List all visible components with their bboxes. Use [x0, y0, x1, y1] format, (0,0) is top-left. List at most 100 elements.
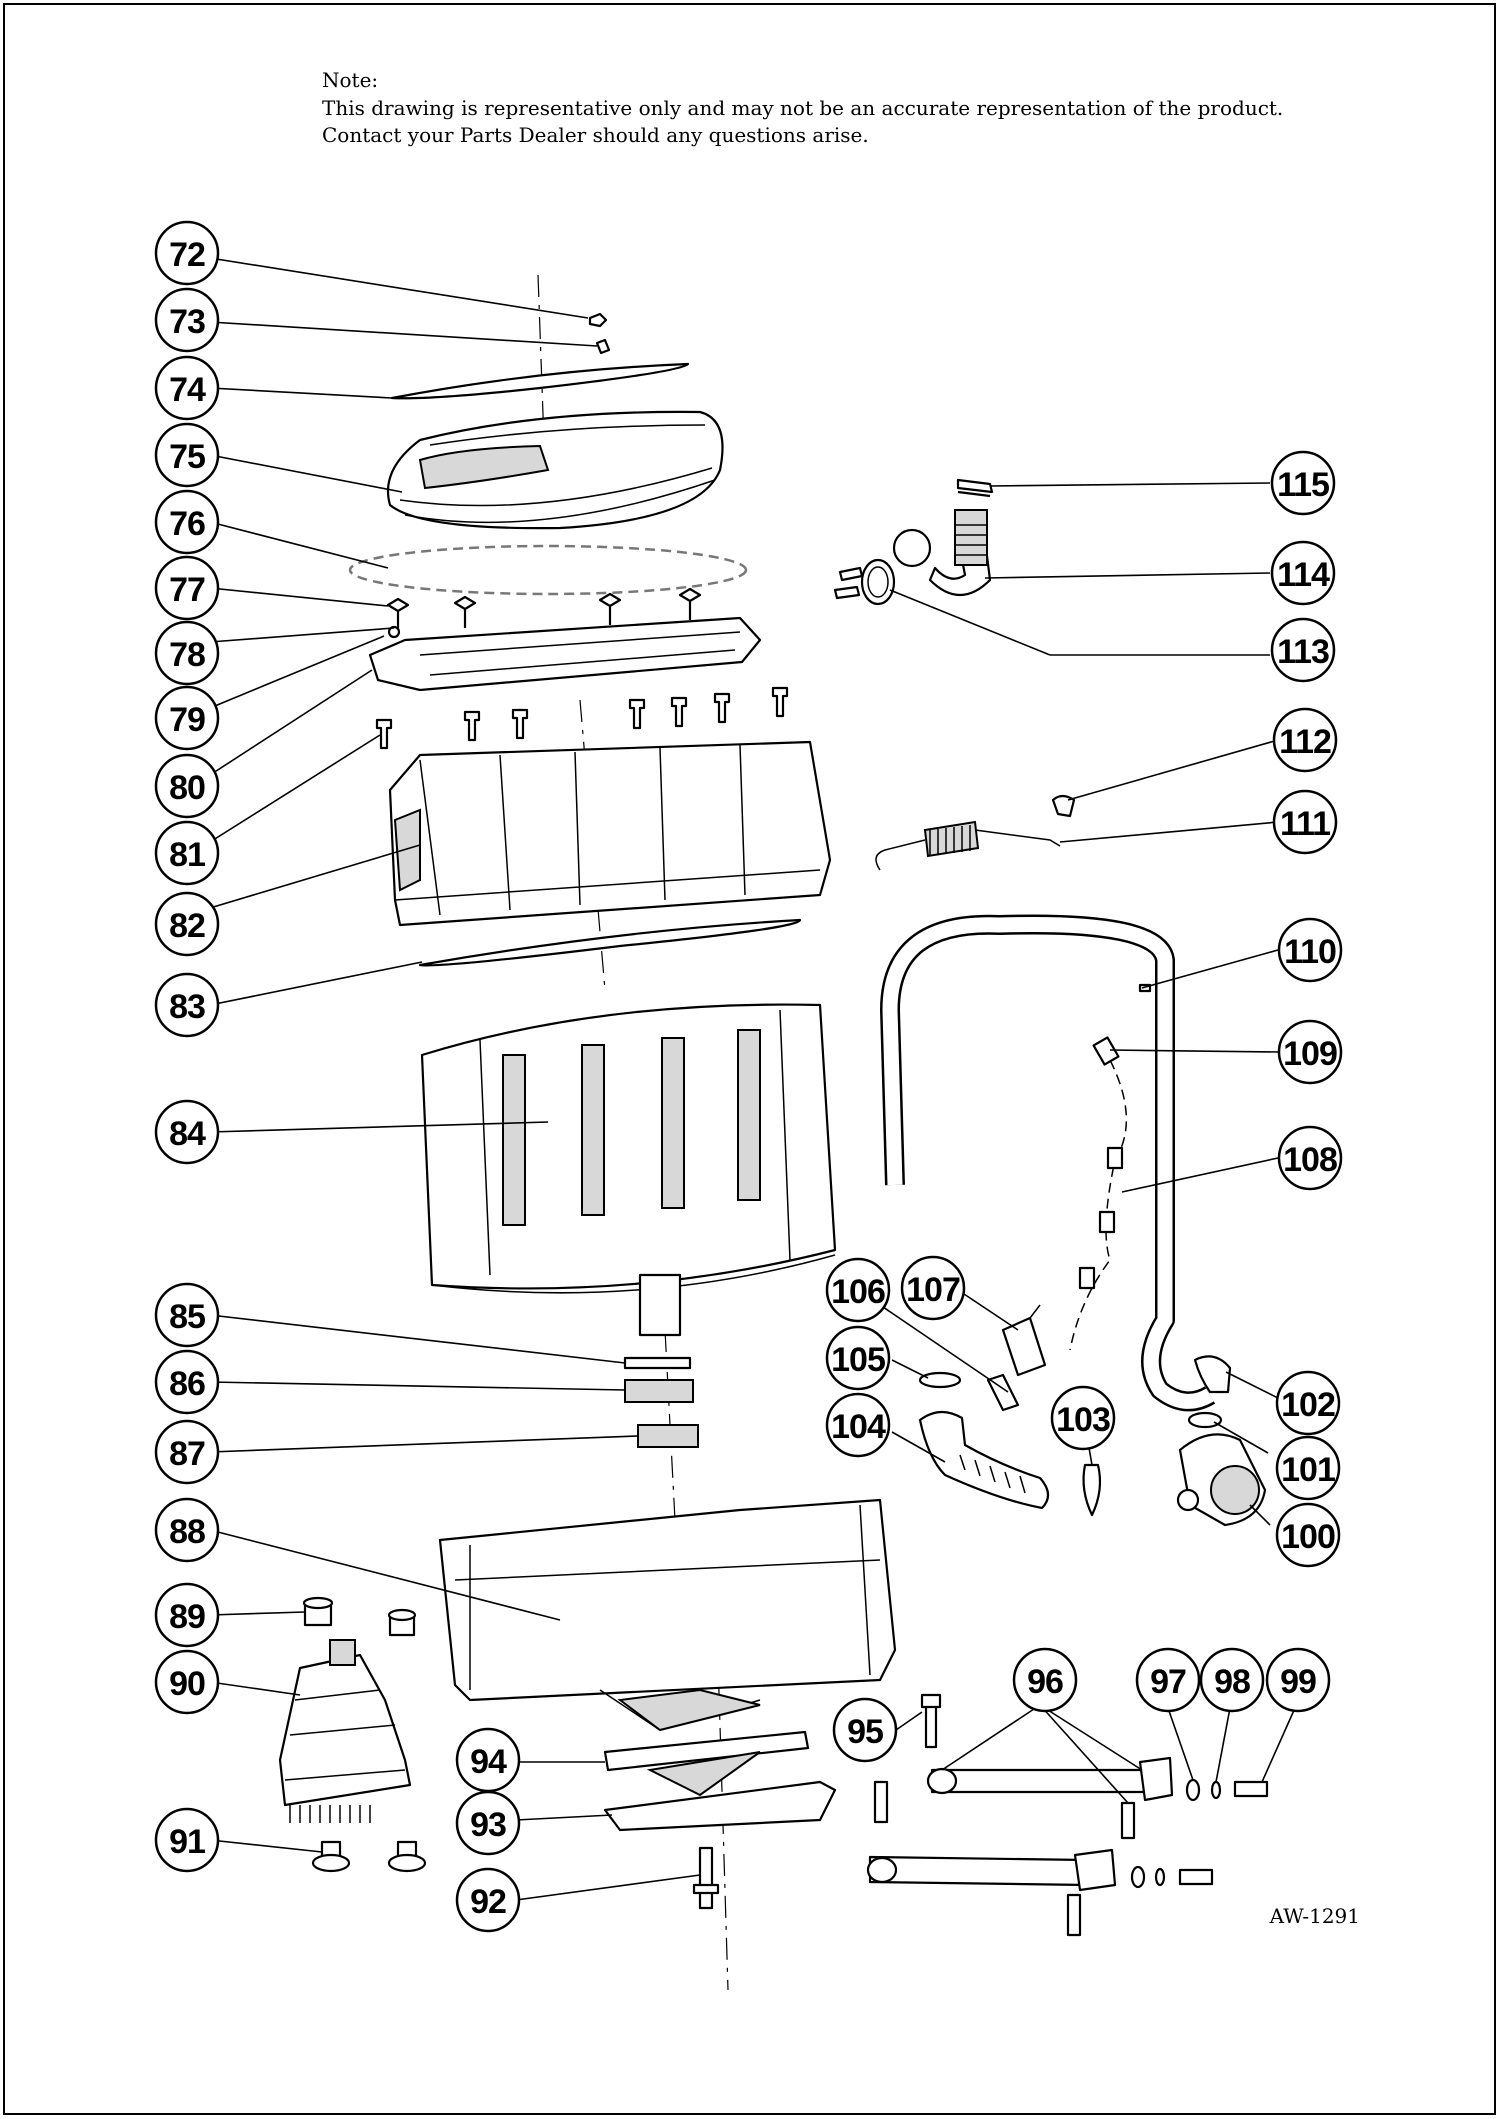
- svg-text:91: 91: [169, 1823, 205, 1861]
- part-114-inlet-hose: [892, 509, 992, 596]
- svg-text:103: 103: [1056, 1401, 1110, 1439]
- callout-83: 83: [154, 972, 220, 1038]
- callout-111: 111: [1272, 789, 1338, 855]
- part-108-harness: [1069, 1059, 1128, 1351]
- svg-text:81: 81: [169, 836, 205, 874]
- svg-text:77: 77: [169, 571, 205, 609]
- callout-114: 114: [1270, 540, 1336, 606]
- svg-text:76: 76: [169, 505, 205, 543]
- svg-text:114: 114: [1277, 556, 1330, 594]
- svg-text:72: 72: [169, 236, 205, 274]
- svg-text:97: 97: [1150, 1663, 1186, 1701]
- note-line-1: This drawing is representative only and …: [322, 96, 1284, 120]
- callout-82: 82: [154, 891, 220, 957]
- part-112-clip: [1051, 794, 1076, 818]
- part-95-bolt: [920, 1693, 942, 1749]
- svg-text:95: 95: [847, 1713, 883, 1751]
- part-94-drive-pulley: [603, 1730, 810, 1797]
- callout-72: 72: [154, 220, 220, 286]
- drawing-code: AW-1291: [1269, 1904, 1360, 1928]
- callout-100: 100: [1275, 1502, 1341, 1568]
- part-84-wash-basket: [420, 1003, 837, 1337]
- part-101-hose-clamp: [1187, 1411, 1223, 1429]
- svg-text:108: 108: [1283, 1141, 1337, 1179]
- callout-115: 115: [1270, 450, 1336, 516]
- callout-113: 113: [1270, 617, 1336, 683]
- callout-108: 108: [1277, 1125, 1343, 1191]
- svg-text:89: 89: [169, 1598, 205, 1636]
- callout-99: 99: [1265, 1647, 1331, 1713]
- svg-text:84: 84: [169, 1115, 206, 1153]
- part-105-clamp: [918, 1371, 962, 1389]
- callout-81: 81: [154, 820, 220, 886]
- part-82-outer-tub-upper: [388, 740, 832, 927]
- part-80-tub-bracket: [368, 616, 762, 692]
- callout-106: 106: [825, 1257, 891, 1323]
- svg-text:115: 115: [1277, 466, 1329, 504]
- callout-78: 78: [154, 620, 220, 686]
- part-104-drain-bellows: [918, 1410, 1050, 1510]
- callout-74: 74: [154, 355, 220, 421]
- callout-107: 107: [900, 1255, 966, 1321]
- svg-text:107: 107: [906, 1271, 960, 1309]
- svg-text:94: 94: [470, 1743, 507, 1781]
- callout-109: 109: [1277, 1019, 1343, 1085]
- svg-text:85: 85: [169, 1298, 205, 1336]
- part-93-mounting-plate: [603, 1780, 837, 1832]
- callout-87: 87: [154, 1419, 220, 1485]
- svg-text:92: 92: [470, 1883, 506, 1921]
- drain-hose: [880, 914, 1216, 1412]
- svg-text:105: 105: [831, 1341, 885, 1379]
- part-92-drive-bolt: [692, 1846, 720, 1910]
- page-border: [3, 3, 1496, 2115]
- part-100-drain-pump: [1176, 1433, 1267, 1527]
- svg-text:78: 78: [169, 636, 205, 674]
- callout-92: 92: [455, 1867, 521, 1933]
- callout-102: 102: [1275, 1370, 1341, 1436]
- part-76-tub-seal: [348, 544, 748, 596]
- part-109-connector: [1092, 1036, 1120, 1066]
- part-115-fitting: [956, 478, 994, 498]
- callout-94: 94: [455, 1727, 521, 1793]
- callout-104: 104: [825, 1392, 891, 1458]
- note-line-2: Contact your Parts Dealer should any que…: [322, 123, 869, 147]
- part-72-screw: [588, 312, 608, 328]
- callout-103: 103: [1050, 1385, 1116, 1451]
- callout-73: 73: [154, 287, 220, 353]
- callout-88: 88: [154, 1497, 220, 1563]
- svg-text:80: 80: [169, 769, 205, 807]
- part-73-clip: [595, 338, 611, 355]
- svg-text:98: 98: [1214, 1663, 1250, 1701]
- svg-text:106: 106: [831, 1273, 885, 1311]
- callout-98: 98: [1199, 1647, 1265, 1713]
- part-111-tension-spring: [875, 820, 1061, 871]
- svg-text:93: 93: [470, 1806, 506, 1844]
- callout-75: 75: [154, 422, 220, 488]
- part-96-shock-dampers: [866, 1756, 1174, 1937]
- callout-76: 76: [154, 489, 220, 555]
- callout-97: 97: [1135, 1647, 1201, 1713]
- svg-text:102: 102: [1281, 1386, 1335, 1424]
- part-83-tub-gasket: [418, 918, 802, 967]
- svg-text:100: 100: [1281, 1518, 1335, 1556]
- svg-text:79: 79: [169, 701, 205, 739]
- callout-86: 86: [154, 1349, 220, 1415]
- svg-text:110: 110: [1284, 933, 1336, 971]
- callout-84: 84: [154, 1099, 220, 1165]
- callout-77: 77: [154, 555, 220, 621]
- part-88-outer-tub-lower: [438, 1498, 897, 1732]
- svg-text:104: 104: [831, 1408, 886, 1446]
- svg-text:83: 83: [169, 988, 205, 1026]
- callout-105: 105: [825, 1325, 891, 1391]
- svg-text:88: 88: [169, 1513, 205, 1551]
- svg-text:111: 111: [1280, 805, 1330, 843]
- part-74-lid-gasket: [390, 362, 690, 400]
- svg-text:113: 113: [1277, 633, 1329, 671]
- part-89-bushings: [302, 1596, 417, 1637]
- callout-91: 91: [154, 1807, 220, 1873]
- svg-text:87: 87: [169, 1435, 205, 1473]
- part-106-107-sensor: [986, 1304, 1047, 1412]
- part-113-hose-clamp: [833, 558, 896, 606]
- callout-96: 96: [1012, 1647, 1078, 1713]
